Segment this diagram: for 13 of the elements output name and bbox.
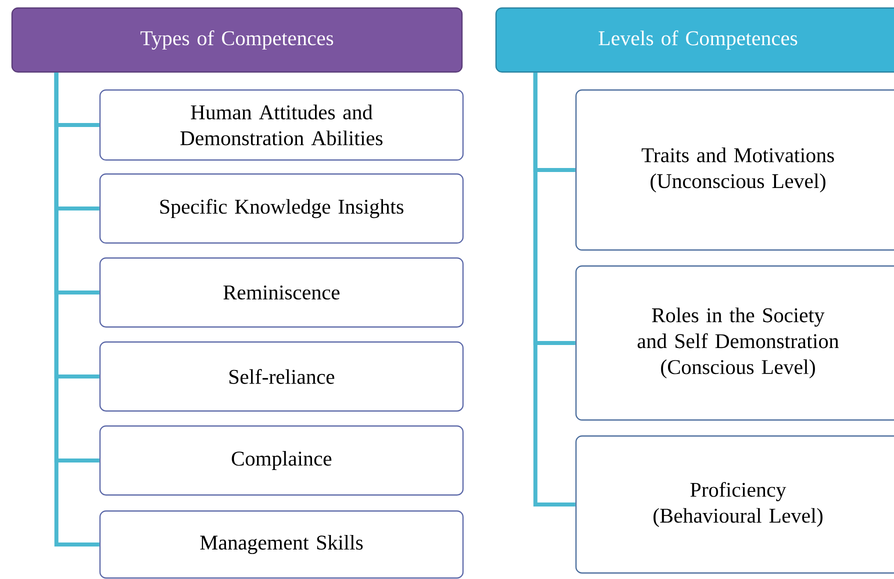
item-box: Traits and Motivations (Unconscious Level) bbox=[575, 89, 894, 251]
item-box: Management Skills bbox=[99, 510, 464, 579]
item-box: Human Attitudes and Demonstration Abilities bbox=[99, 89, 464, 161]
item-box: Specific Knowledge Insights bbox=[99, 173, 464, 244]
item-box: Reminiscence bbox=[99, 257, 464, 328]
item-box: Self-reliance bbox=[99, 341, 464, 412]
connector-line bbox=[54, 72, 100, 546]
connector-line bbox=[533, 72, 576, 506]
header-bar: Types of Competences bbox=[11, 7, 463, 73]
item-box: Complaince bbox=[99, 425, 464, 496]
item-box: Proficiency (Behavioural Level) bbox=[575, 435, 894, 574]
header-bar: Levels of Competences bbox=[495, 7, 894, 73]
item-box: Roles in the Society and Self Demonstration (Conscious Level) bbox=[575, 265, 894, 421]
